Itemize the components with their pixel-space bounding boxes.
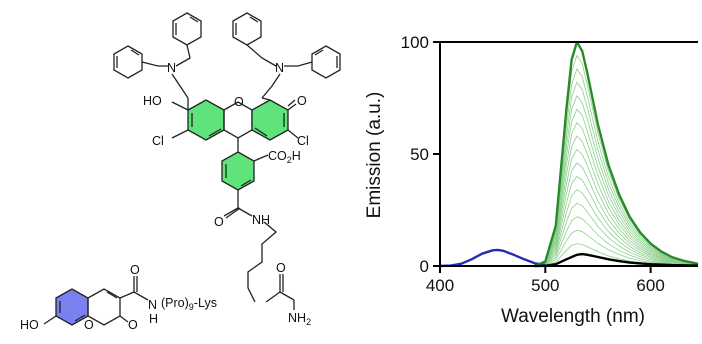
chart-axes: 0 50 100 400 500 600 xyxy=(401,33,698,295)
linker-text: (Pro)9-Lys xyxy=(161,296,217,312)
x-axis-title: Wavelength (nm) xyxy=(501,306,645,327)
series-line-intermediate-10 xyxy=(534,121,699,267)
x-tick-label: 600 xyxy=(636,276,664,295)
emission-chart: 0 50 100 400 500 600 Emission (a.u.) Waveleng… xyxy=(364,33,699,327)
atom-ho: HO xyxy=(143,94,162,108)
series-line-intermediate-9 xyxy=(534,135,699,267)
pyridine-ring-3 xyxy=(232,12,262,46)
atom-coumarin-o2: O xyxy=(128,318,138,332)
series-line-intermediate-13 xyxy=(534,81,699,267)
bond xyxy=(261,73,281,99)
atom-amide-o1: O xyxy=(214,215,224,229)
molecule-structure xyxy=(43,12,341,326)
bond xyxy=(175,44,191,67)
series-line-intermediate-14 xyxy=(534,68,699,267)
pyridine-ring-4 xyxy=(311,45,341,79)
atom-coumarin-n: N xyxy=(148,298,157,312)
y-tick-label: 100 xyxy=(401,33,429,52)
atom-cl-left: Cl xyxy=(152,134,164,148)
series-line-intermediate-8 xyxy=(534,148,699,267)
atom-nh: NH xyxy=(252,213,270,227)
bond xyxy=(141,61,168,67)
atom-n-left: N xyxy=(167,61,176,75)
atom-coumarin-o1: O xyxy=(84,318,94,332)
phenyl-ring xyxy=(221,151,255,191)
series-line-intermediate-11 xyxy=(534,108,699,267)
series-line-black xyxy=(534,252,699,268)
series-line-intermediate-4 xyxy=(534,202,699,267)
atom-o-ring: O xyxy=(234,95,244,109)
atom-amide-o3: O xyxy=(276,261,286,275)
atom-o-carbonyl: O xyxy=(297,94,307,108)
pyridine-ring-1 xyxy=(172,12,202,46)
chart-curves xyxy=(439,40,699,268)
atom-cl-right: Cl xyxy=(297,134,309,148)
series-line-intermediate-3 xyxy=(534,216,699,267)
bond xyxy=(246,44,277,67)
atom-nh2: NH2 xyxy=(288,311,311,327)
series-line-intermediate-7 xyxy=(534,162,699,267)
atom-n-right: N xyxy=(275,61,284,75)
series-line-intermediate-5 xyxy=(534,189,699,267)
atom-amide-o2: O xyxy=(130,263,140,277)
y-axis-title: Emission (a.u.) xyxy=(364,92,385,219)
molecule-labels: HO O O Cl Cl N N NH O CO2H O O N H (Pro)… xyxy=(20,61,311,332)
series-line-intermediate-12 xyxy=(534,94,699,267)
series-line-intermediate-6 xyxy=(534,175,699,267)
atom-coumarin-ho: HO xyxy=(20,318,39,332)
series-line-green xyxy=(534,40,699,268)
y-tick-label: 50 xyxy=(410,145,429,164)
bond xyxy=(171,73,189,99)
xanthene-core xyxy=(187,97,289,141)
atom-coumarin-h: H xyxy=(149,312,158,326)
atom-co2h: CO2H xyxy=(268,149,301,165)
pyridine-ring-2 xyxy=(113,45,143,79)
bond xyxy=(284,61,313,67)
series-line-blue xyxy=(439,248,546,268)
x-tick-label: 400 xyxy=(426,276,454,295)
x-tick-label: 500 xyxy=(531,276,559,295)
y-tick-label: 0 xyxy=(420,257,429,276)
